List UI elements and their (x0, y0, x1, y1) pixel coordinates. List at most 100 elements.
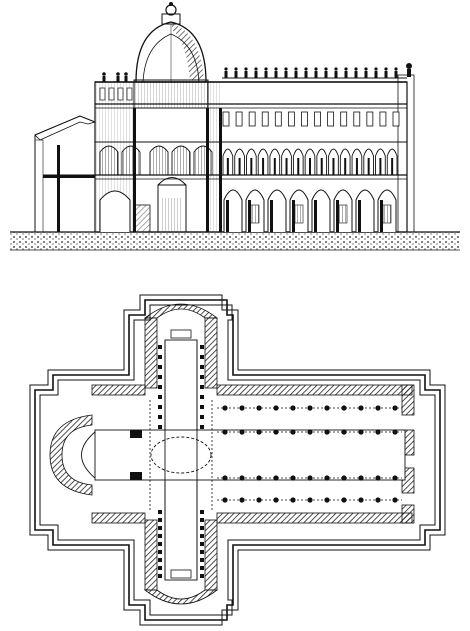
roof-statue (116, 72, 120, 82)
upper-arch (193, 145, 213, 175)
clerestory-window (340, 111, 348, 127)
clerestory-window (274, 111, 282, 127)
column (239, 429, 245, 435)
transept-column (158, 550, 162, 554)
column (256, 405, 262, 411)
column (358, 405, 364, 411)
church-walls (49, 303, 415, 605)
column (290, 475, 296, 481)
clerestory-window (117, 87, 124, 101)
column (324, 405, 330, 411)
upper-arcade (99, 145, 398, 175)
column (256, 429, 262, 435)
clerestory-window (392, 111, 400, 127)
column (273, 405, 279, 411)
roof-statue (124, 72, 128, 82)
column (341, 475, 347, 481)
column (341, 429, 347, 435)
north-altar (170, 329, 192, 339)
ground-strip (10, 232, 460, 250)
transept-column (200, 405, 204, 409)
transept-columns (158, 345, 204, 578)
transept-column (200, 566, 204, 570)
left-aisle (34, 115, 97, 233)
column (222, 405, 228, 411)
column (290, 405, 296, 411)
transept-column (200, 375, 204, 379)
transept-column (158, 574, 162, 578)
upper-arch (99, 145, 119, 175)
crossing-altar (133, 177, 187, 233)
transept-column (158, 365, 162, 369)
plan-outline-line (34, 299, 441, 621)
column (341, 497, 347, 503)
column (273, 429, 279, 435)
column (307, 429, 313, 435)
transept-column (158, 534, 162, 538)
transept-column (158, 375, 162, 379)
roof-statue (294, 67, 298, 78)
roof-statue (384, 67, 388, 78)
roof-statue (334, 67, 338, 78)
roof-statue (244, 67, 248, 78)
column (375, 497, 381, 503)
plan-outline-line (29, 294, 446, 626)
transept-column (158, 405, 162, 409)
transept-column (200, 550, 204, 554)
clerestory-window (126, 87, 133, 101)
lower-arch (99, 190, 131, 232)
column (375, 475, 381, 481)
transept-column (158, 345, 162, 349)
ground-plan (29, 294, 446, 626)
nave-columns (222, 405, 398, 503)
column (307, 497, 313, 503)
transept-column (158, 355, 162, 359)
column (358, 497, 364, 503)
column (239, 405, 245, 411)
column (358, 429, 364, 435)
roof-statue (314, 67, 318, 78)
transept-column (158, 526, 162, 530)
roof-statue (364, 67, 368, 78)
clerestory-window (314, 111, 321, 127)
transept-column (200, 510, 204, 514)
transept-column (158, 542, 162, 546)
transept-column (200, 365, 204, 369)
column (307, 475, 313, 481)
roof-statue (324, 67, 328, 78)
transept-column (200, 345, 204, 349)
transept-column (158, 510, 162, 514)
roof-statue (284, 67, 288, 78)
column (290, 429, 296, 435)
roof-statue (374, 67, 378, 78)
transept-column (200, 355, 204, 359)
clerestory-window (248, 111, 256, 127)
upper-arch (171, 145, 191, 175)
transept-column (158, 558, 162, 562)
column (392, 405, 398, 411)
clerestory-window (353, 111, 361, 127)
transept-column (200, 385, 204, 389)
clerestory-window (235, 111, 243, 127)
south-altar (170, 569, 192, 579)
column (273, 497, 279, 503)
lower-arcade (99, 189, 397, 232)
clerestory-window (327, 111, 335, 127)
roof-statue (344, 67, 348, 78)
column (324, 497, 330, 503)
column (324, 475, 330, 481)
clerestory-window (261, 111, 269, 127)
upper-arch (121, 145, 141, 175)
right-end-wall (397, 74, 415, 233)
clerestory-window (366, 111, 374, 127)
column (341, 405, 347, 411)
clerestory-window (287, 111, 295, 127)
roof-statue (102, 72, 106, 82)
column (239, 497, 245, 503)
column (222, 475, 228, 481)
plan-outline (29, 294, 446, 626)
roof-statue (224, 67, 228, 78)
clerestory-window (379, 111, 387, 127)
transept-column (158, 395, 162, 399)
